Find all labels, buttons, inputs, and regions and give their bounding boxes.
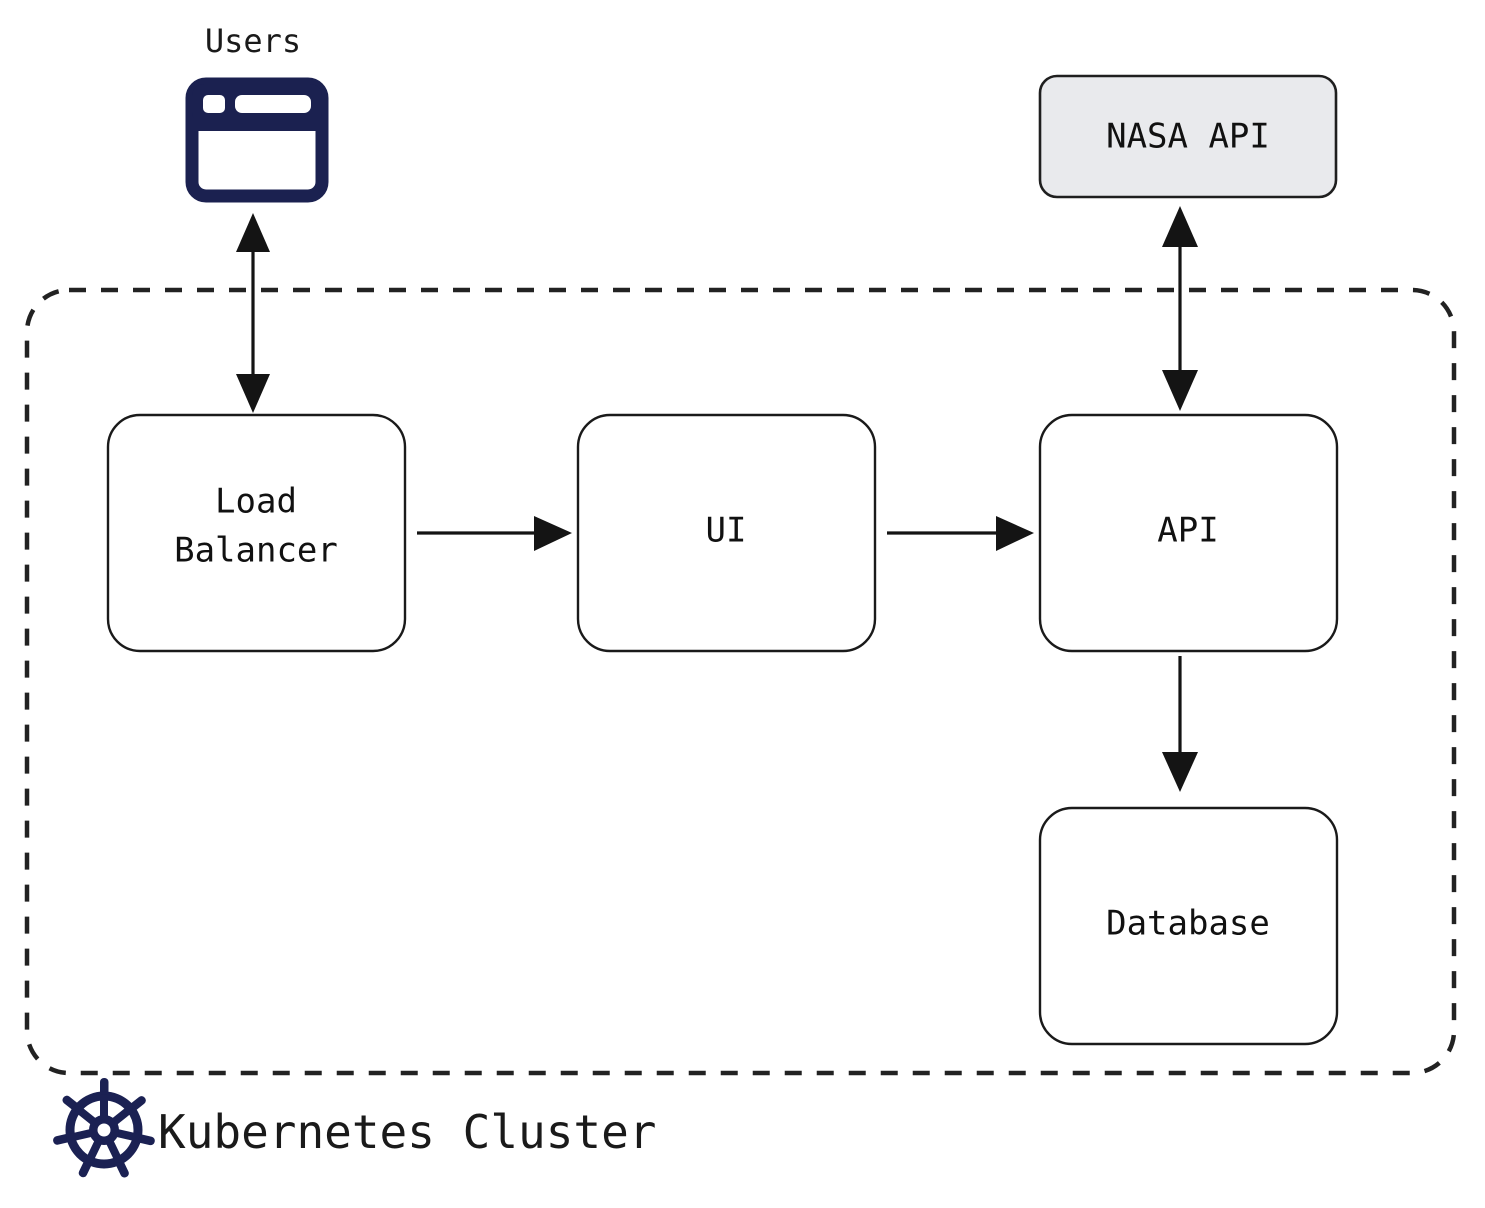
arrow-head-down <box>236 374 270 413</box>
arrow-head-up <box>236 213 270 252</box>
node-nasa-api-label: NASA API <box>1106 117 1270 157</box>
node-load-balancer-label-line1: Load <box>215 482 297 522</box>
edge-ui-api <box>887 516 1034 551</box>
arrow-head-up <box>1162 206 1198 247</box>
edge-load-balancer-ui <box>417 516 572 551</box>
users-label: Users <box>205 22 301 60</box>
node-nasa-api[interactable]: NASA API <box>1038 74 1338 199</box>
arrow-head-right <box>534 516 572 551</box>
node-load-balancer[interactable]: Load Balancer <box>106 413 407 653</box>
node-database-label: Database <box>1106 904 1270 944</box>
browser-window-icon <box>185 77 329 203</box>
edge-users-load-balancer <box>236 213 270 413</box>
edge-api-nasa-api <box>1162 206 1198 411</box>
node-ui-label: UI <box>706 511 747 551</box>
edge-api-database <box>1162 656 1198 792</box>
node-load-balancer-label-line2: Balancer <box>174 531 338 571</box>
arrow-head-down <box>1162 752 1198 792</box>
kubernetes-cluster-label: Kubernetes Cluster <box>158 1105 657 1159</box>
node-api-label: API <box>1157 511 1218 551</box>
node-database[interactable]: Database <box>1038 806 1339 1046</box>
arrow-head-down <box>1162 370 1198 411</box>
kubernetes-helm-icon <box>53 1078 155 1178</box>
node-api[interactable]: API <box>1038 413 1339 653</box>
arrow-head-right <box>996 516 1034 551</box>
node-ui[interactable]: UI <box>576 413 877 653</box>
